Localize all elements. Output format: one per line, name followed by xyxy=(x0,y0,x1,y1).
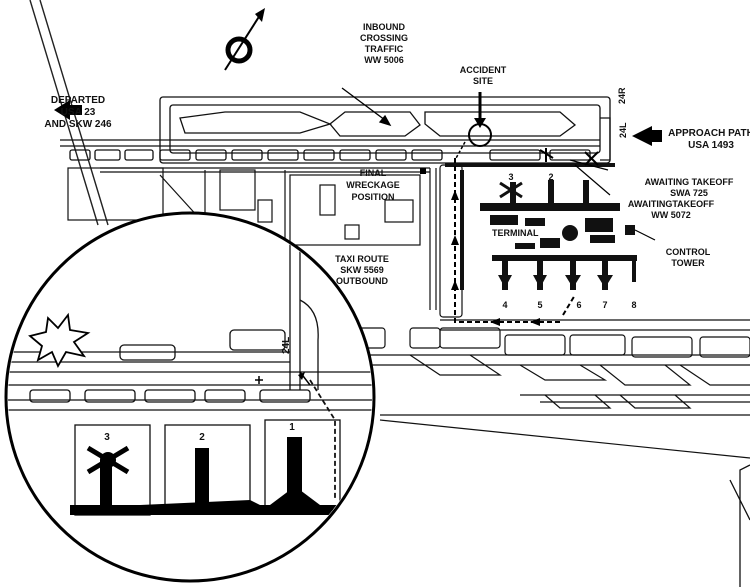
label-awaiting-ww-1: AWAITINGTAKEOFF xyxy=(628,199,715,209)
label-control-tower-1: CONTROL xyxy=(666,247,711,257)
label-gate-1: 1 xyxy=(583,182,588,192)
label-taxi-route-2: SKW 5569 xyxy=(340,265,384,275)
label-wreckage-1: FINAL xyxy=(360,168,387,178)
inset-label-gate-2: 2 xyxy=(199,432,205,443)
approach-arrow-icon xyxy=(632,126,662,146)
east-road xyxy=(729,464,750,587)
inset-magnified-view: 24L 3 2 1 xyxy=(4,211,376,583)
inset-label-runway-24l: 24L xyxy=(281,337,292,354)
map-labels: INBOUND CROSSING TRAFFIC WW 5006 ACCIDEN… xyxy=(44,22,750,310)
label-runway-24l: 24L xyxy=(618,122,628,138)
label-inbound-2: CROSSING xyxy=(360,33,408,43)
label-departed-1: DEPARTED xyxy=(51,95,105,106)
terminal-area xyxy=(445,163,637,290)
label-approach-1: APPROACH PATH xyxy=(668,128,750,139)
taxi-route-path xyxy=(454,155,576,323)
wreckage-pointer xyxy=(420,168,426,174)
explosion-icon xyxy=(28,312,91,369)
taxi-route-arrows xyxy=(451,190,540,326)
label-departed-3: AND SKW 246 xyxy=(44,119,112,130)
inset-label-gate-3: 3 xyxy=(104,432,110,443)
label-terminal: TERMINAL xyxy=(492,228,539,238)
label-gate-3: 3 xyxy=(508,172,513,182)
accident-site-marker xyxy=(454,92,492,161)
runway-24r-complex xyxy=(69,96,611,164)
label-taxi-route-1: TAXI ROUTE xyxy=(335,254,389,264)
awaiting-takeoff-pointers xyxy=(539,148,611,196)
label-gate-7: 7 xyxy=(602,300,607,310)
label-inbound-4: WW 5006 xyxy=(364,55,404,65)
label-control-tower-2: TOWER xyxy=(671,258,705,268)
label-inbound-1: INBOUND xyxy=(363,22,405,32)
label-runway-24r: 24R xyxy=(617,87,627,104)
label-gate-4: 4 xyxy=(502,300,507,310)
inset-label-gate-1: 1 xyxy=(289,422,295,433)
label-approach-2: USA 1493 xyxy=(688,140,734,151)
label-accident-1: ACCIDENT xyxy=(460,65,507,75)
runway-24l xyxy=(60,139,600,147)
label-inbound-3: TRAFFIC xyxy=(365,44,404,54)
label-gate-2: 2 xyxy=(548,172,553,182)
departed-arrow-icon xyxy=(54,100,82,120)
inbound-traffic-pointer xyxy=(341,87,392,127)
label-accident-2: SITE xyxy=(473,76,493,86)
inset-destroyed-aircraft-icon xyxy=(86,445,130,475)
label-gate-5: 5 xyxy=(537,300,542,310)
label-gate-6: 6 xyxy=(576,300,581,310)
label-awaiting-ww-2: WW 5072 xyxy=(651,210,691,220)
label-awaiting-swa-2: SWA 725 xyxy=(670,188,708,198)
label-departed-2: USA 23 xyxy=(61,107,96,118)
west-buildings xyxy=(67,167,437,310)
label-awaiting-swa-1: AWAITING TAKEOFF xyxy=(645,177,734,187)
label-wreckage-3: POSITION xyxy=(351,192,394,202)
south-taxiways xyxy=(349,164,750,459)
label-taxi-route-3: OUTBOUND xyxy=(336,276,388,286)
label-gate-8: 8 xyxy=(631,300,636,310)
label-wreckage-2: WRECKAGE xyxy=(346,180,400,190)
north-arrow-icon xyxy=(224,8,265,71)
control-tower-pointer xyxy=(634,229,656,241)
